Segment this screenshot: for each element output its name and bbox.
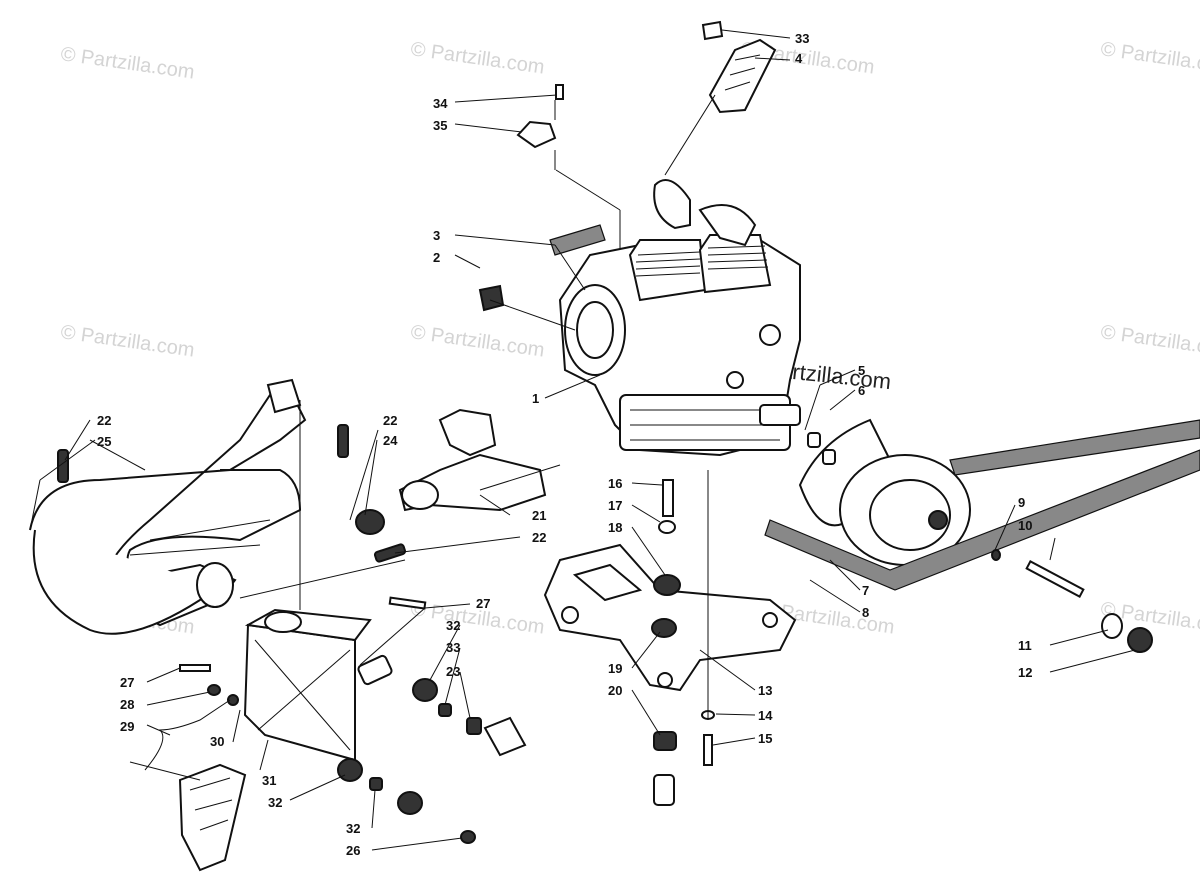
watermark: © Partzilla.com bbox=[409, 38, 546, 79]
callout-23: 23 bbox=[446, 664, 460, 679]
decal-part bbox=[478, 284, 505, 312]
callout-22: 22 bbox=[532, 530, 546, 545]
callout-32: 32 bbox=[268, 795, 282, 810]
callout-1: 1 bbox=[532, 391, 539, 406]
callout-28: 28 bbox=[120, 697, 134, 712]
callout-29: 29 bbox=[120, 719, 134, 734]
callout-25: 25 bbox=[97, 434, 111, 449]
cap-part bbox=[1127, 627, 1153, 653]
cap-part bbox=[516, 120, 557, 149]
washer-part bbox=[1101, 613, 1123, 639]
drive-clutch bbox=[764, 418, 1200, 591]
bracket-part bbox=[708, 38, 777, 114]
hose-part bbox=[144, 699, 231, 771]
mount-plate bbox=[543, 543, 797, 692]
callout-10: 10 bbox=[1018, 518, 1032, 533]
callout-18: 18 bbox=[608, 520, 622, 535]
callout-2: 2 bbox=[433, 250, 440, 265]
callout-5: 5 bbox=[858, 363, 865, 378]
manifold-flange bbox=[401, 480, 439, 510]
callout-24: 24 bbox=[383, 433, 398, 448]
callout-13: 13 bbox=[758, 683, 772, 698]
coolant-tank bbox=[243, 608, 393, 762]
callout-27: 27 bbox=[476, 596, 490, 611]
callout-35: 34 bbox=[433, 96, 448, 111]
callout-17: 17 bbox=[608, 498, 622, 513]
callout-3: 3 bbox=[433, 228, 440, 243]
shroud-part bbox=[178, 763, 247, 872]
callout-19: 19 bbox=[608, 661, 622, 676]
callout-4: 4 bbox=[795, 51, 803, 66]
clutch-bolt bbox=[1025, 560, 1085, 598]
callout-36: 35 bbox=[433, 118, 447, 133]
callout-16: 16 bbox=[608, 476, 622, 491]
callout-22: 22 bbox=[97, 413, 111, 428]
callout-22: 22 bbox=[383, 413, 397, 428]
callout-6: 6 bbox=[858, 383, 865, 398]
callout-11: 11 bbox=[1018, 638, 1032, 653]
bolt-part bbox=[388, 596, 427, 610]
watermark: © Partzilla.com bbox=[409, 321, 546, 362]
hardware-part bbox=[207, 678, 482, 844]
callout-33: 32 bbox=[346, 821, 360, 836]
engine-assembly bbox=[558, 179, 801, 457]
bolt-part bbox=[179, 664, 211, 672]
watermark: © Partzilla.com bbox=[59, 43, 196, 84]
gasket-part bbox=[355, 509, 385, 535]
decal-part bbox=[549, 224, 606, 256]
callout-33: 33 bbox=[446, 640, 460, 655]
bolt-part bbox=[555, 84, 564, 100]
callout-14: 14 bbox=[758, 708, 773, 723]
callout-32: 32 bbox=[446, 618, 460, 633]
watermark: © Partzilla.com bbox=[1099, 38, 1200, 79]
clip-part bbox=[701, 20, 724, 41]
leader-lines bbox=[29, 29, 1136, 851]
callout-26: 26 bbox=[346, 843, 360, 858]
callout-34: 33 bbox=[795, 31, 809, 46]
stud-part bbox=[662, 479, 674, 517]
plate-cutout bbox=[572, 563, 643, 602]
exhaust-assembly bbox=[29, 378, 307, 635]
washer-part bbox=[991, 549, 1001, 561]
callout-9: 9 bbox=[1018, 495, 1025, 510]
callout-12: 12 bbox=[1018, 665, 1032, 680]
callout-20: 20 bbox=[608, 683, 622, 698]
callout-7: 7 bbox=[862, 583, 869, 598]
callout-8: 8 bbox=[862, 605, 869, 620]
callout-15: 15 bbox=[758, 731, 772, 746]
callout-30: 30 bbox=[210, 734, 224, 749]
bracket-part bbox=[483, 716, 527, 757]
spring-part bbox=[57, 424, 407, 563]
watermark: © Partzilla.com bbox=[59, 321, 196, 362]
callout-21: 21 bbox=[532, 508, 546, 523]
callout-labels: 34 35 3 2 1 33 4 5 6 7 8 9 10 11 12 13 1… bbox=[97, 31, 1032, 858]
watermark: © Partzilla.com bbox=[1099, 321, 1200, 362]
callout-27: 27 bbox=[120, 675, 134, 690]
callout-31: 31 bbox=[262, 773, 276, 788]
